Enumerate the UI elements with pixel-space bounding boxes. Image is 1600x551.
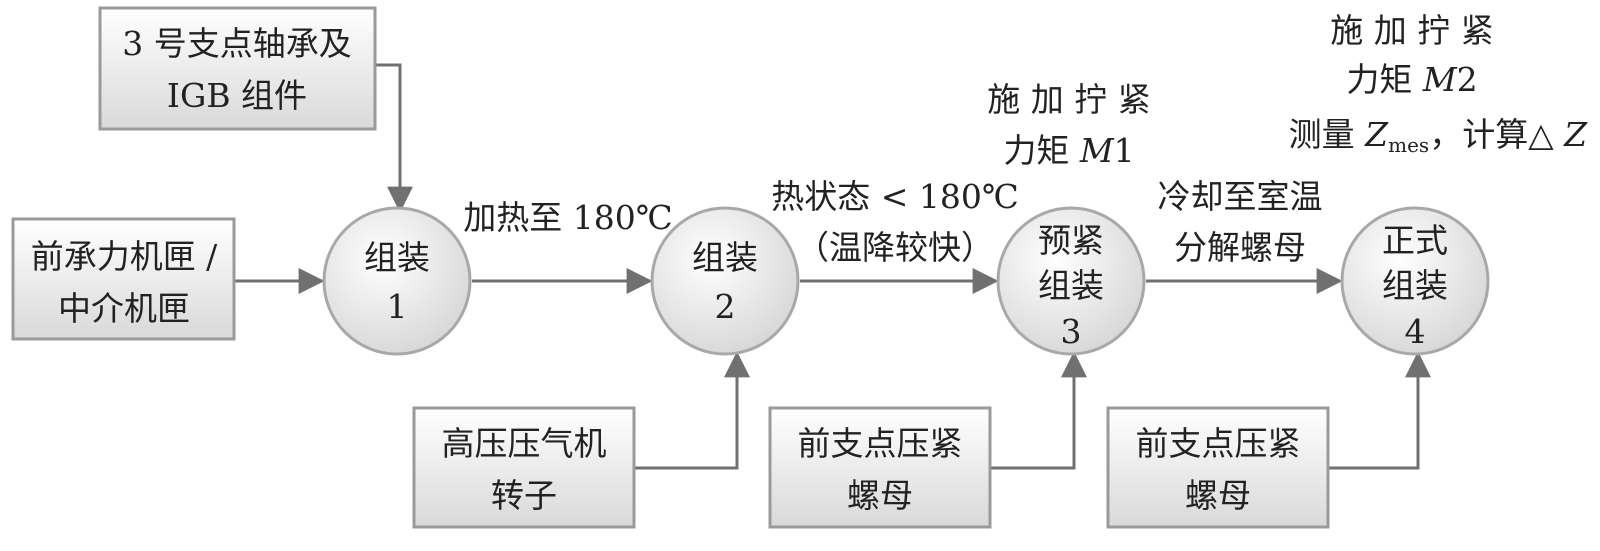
edge-label-cool-line1: 冷却至室温 [1158,177,1323,216]
box-front-casing: 前承力机匣 / 中介机匣 [11,217,236,341]
node4-line1: 正式 [1382,221,1448,260]
box-front-nut-b: 前支点压紧 螺母 [1106,406,1330,529]
annotation-torque-m1: 施 加 拧 紧 力矩 M1 [987,80,1150,170]
edge-label-heat: 加热至 180℃ [463,198,672,237]
box-bearing-line2: IGB 组件 [167,76,307,115]
edge-label-cool-line2: 分解螺母 [1174,228,1306,267]
node3-line1: 预紧 [1038,221,1104,260]
node4-line2: 组装 [1382,266,1448,305]
node-final-assembly-4: 正式 组装 4 [1340,206,1490,356]
m2-line2: 力矩 M2 [1346,60,1477,99]
box-nut-b-line1: 前支点压紧 [1136,424,1301,463]
box-front-nut-a: 前支点压紧 螺母 [768,406,992,529]
edge-label-hot-state-line1: 热状态 < 180℃ [771,177,1019,216]
box-nut-a-line1: 前支点压紧 [798,424,963,463]
box-hpc-rotor-line1: 高压压气机 [442,424,607,463]
node4-line3: 4 [1405,312,1426,351]
edge-label-hot-state-line2: （温降较快） [796,228,994,267]
box-nut-a-line2: 螺母 [847,476,913,515]
node-assembly-1: 组装 1 [322,206,472,356]
node3-line3: 3 [1061,312,1082,351]
box-hpc-rotor-line2: 转子 [491,476,557,515]
box-bearing-igb: 3 号支点轴承及 IGB 组件 [98,6,377,131]
node2-line1: 组装 [692,238,758,277]
m1-line1: 施 加 拧 紧 [987,80,1150,119]
node1-line2: 1 [387,287,408,326]
m1-line2: 力矩 M1 [1003,131,1134,170]
box-front-casing-line2: 中介机匣 [58,289,190,328]
m2-line1: 施 加 拧 紧 [1330,11,1493,50]
annotation-torque-m2: 施 加 拧 紧 力矩 M2 测量 Zmes，计算△ Z [1289,11,1588,157]
arrow-rotor-to-node2 [634,351,750,470]
node1-line1: 组装 [364,238,430,277]
node-preload-assembly-3: 预紧 组装 3 [996,206,1146,356]
box-front-casing-line1: 前承力机匣 / [31,237,218,276]
arrow-nut-a-to-node3 [990,351,1087,470]
box-bearing-line1: 3 号支点轴承及 [122,24,352,63]
arrow-bearing-to-node1 [375,63,413,213]
node3-line2: 组装 [1038,266,1104,305]
node2-line2: 2 [715,287,736,326]
box-nut-b-line2: 螺母 [1185,476,1251,515]
arrow-nut-b-to-node4 [1328,351,1431,470]
m2-line3: 测量 Zmes，计算△ Z [1289,115,1588,157]
box-hpc-rotor: 高压压气机 转子 [412,406,636,529]
node-assembly-2: 组装 2 [650,206,800,356]
